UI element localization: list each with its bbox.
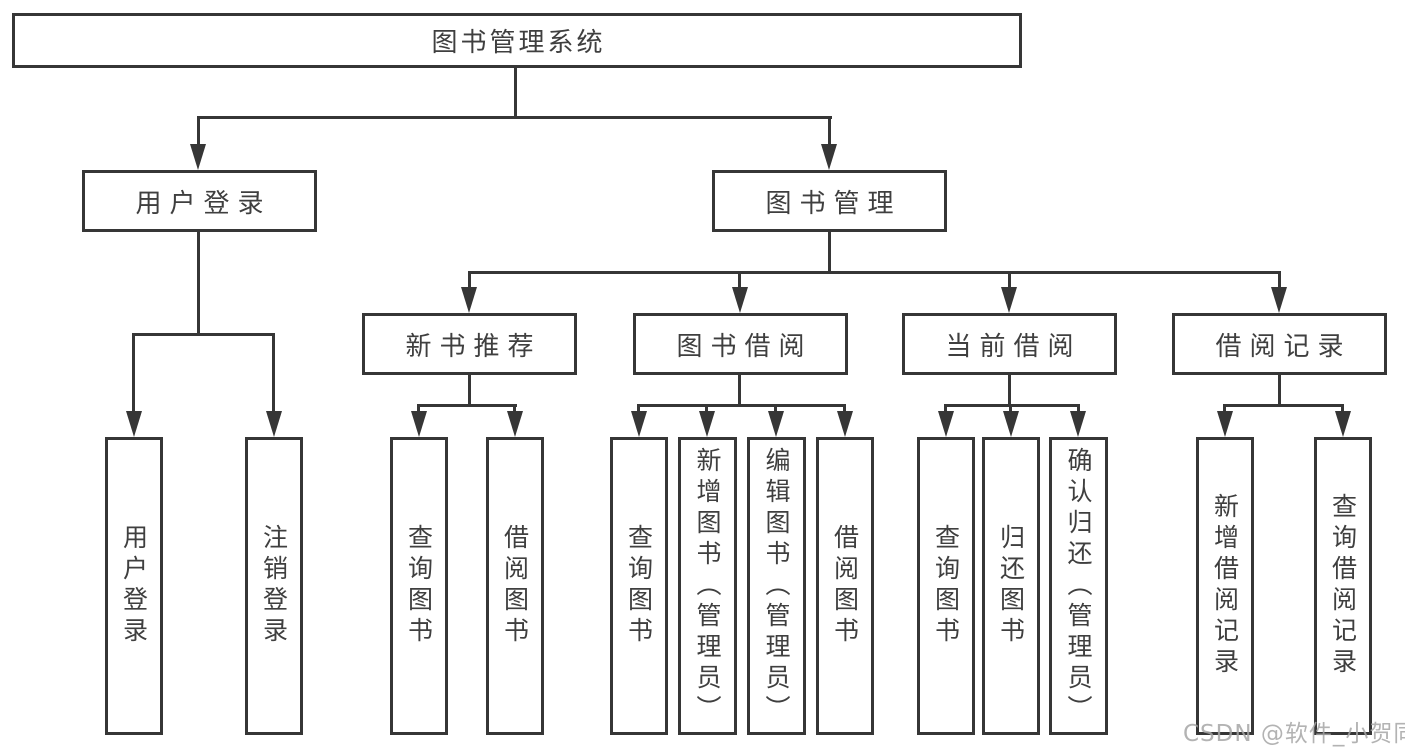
node-leaf-query-books-current: 查询图书 (917, 437, 975, 735)
arrow-down-icon (732, 287, 748, 313)
connector-line (774, 404, 777, 414)
node-leaf-add-books-admin: 新增图书（管理员） (678, 437, 737, 735)
node-leaf-borrow-books-recommendation: 借阅图书 (486, 437, 544, 735)
node-leaf-return-books: 归还图书 (982, 437, 1040, 735)
arrow-down-icon (1271, 287, 1287, 313)
connector-line (1008, 375, 1011, 407)
node-leaf-query-borrowing-record: 查询借阅记录 (1314, 437, 1372, 735)
connector-line (637, 404, 846, 407)
connector-line (828, 116, 831, 146)
connector-line (1077, 404, 1080, 414)
arrow-down-icon (631, 411, 647, 437)
arrow-down-icon (938, 411, 954, 437)
connector-line (513, 404, 516, 414)
connector-line (705, 404, 708, 414)
connector-line (272, 333, 275, 413)
node-book-borrowing: 图书借阅 (633, 313, 848, 375)
connector-line (197, 232, 200, 336)
arrow-down-icon (1003, 411, 1019, 437)
connector-line (738, 375, 741, 407)
node-library-management-system: 图书管理系统 (12, 13, 1022, 68)
connector-line (417, 404, 517, 407)
arrow-down-icon (507, 411, 523, 437)
node-new-book-recommendation: 新书推荐 (362, 313, 577, 375)
connector-line (197, 116, 200, 146)
connector-line (468, 271, 471, 289)
arrow-down-icon (126, 411, 142, 437)
connector-line (1341, 404, 1344, 414)
node-leaf-query-books-recommendation: 查询图书 (390, 437, 448, 735)
connector-line (637, 404, 640, 414)
connector-line (1009, 404, 1012, 414)
arrow-down-icon (461, 287, 477, 313)
node-leaf-edit-books-admin: 编辑图书（管理员） (747, 437, 806, 735)
node-book-management: 图书管理 (712, 170, 947, 232)
connector-line (514, 68, 517, 118)
arrow-down-icon (411, 411, 427, 437)
node-leaf-borrow-books-borrowing: 借阅图书 (816, 437, 874, 735)
node-borrowing-records: 借阅记录 (1172, 313, 1387, 375)
connector-line (468, 375, 471, 407)
connector-line (1223, 404, 1226, 414)
connector-line (843, 404, 846, 414)
connector-line (1008, 271, 1011, 289)
node-leaf-query-books-borrowing: 查询图书 (610, 437, 668, 735)
arrow-down-icon (768, 411, 784, 437)
node-current-borrowing: 当前借阅 (902, 313, 1117, 375)
connector-line (1278, 271, 1281, 289)
connector-line (738, 271, 741, 289)
arrow-down-icon (837, 411, 853, 437)
node-leaf-confirm-return-admin: 确认归还（管理员） (1049, 437, 1108, 735)
connector-line (132, 333, 135, 413)
node-leaf-logout: 注销登录 (245, 437, 303, 735)
connector-line (944, 404, 947, 414)
arrow-down-icon (1001, 287, 1017, 313)
arrow-down-icon (1335, 411, 1351, 437)
arrow-down-icon (1070, 411, 1086, 437)
arrow-down-icon (821, 144, 837, 170)
arrow-down-icon (699, 411, 715, 437)
connector-line (1223, 404, 1344, 407)
connector-line (1278, 375, 1281, 407)
connector-line (828, 232, 831, 274)
connector-line (132, 333, 275, 336)
connector-line (197, 116, 832, 119)
node-leaf-add-borrowing-record: 新增借阅记录 (1196, 437, 1254, 735)
arrow-down-icon (266, 411, 282, 437)
connector-line (417, 404, 420, 414)
arrow-down-icon (1217, 411, 1233, 437)
connector-line (468, 271, 1281, 274)
arrow-down-icon (190, 144, 206, 170)
node-leaf-user-login: 用户登录 (105, 437, 163, 735)
connector-line (944, 404, 1080, 407)
csdn-watermark: CSDN @软件_小贺同学 (1183, 721, 1405, 747)
node-user-login: 用户登录 (82, 170, 317, 232)
